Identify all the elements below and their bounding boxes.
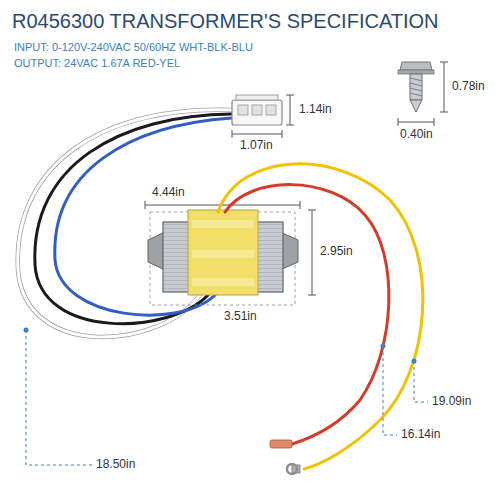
dimension-line [398,118,434,126]
length-label: 16.14in [399,428,442,442]
leader-dot [412,359,417,364]
plug-connector [232,100,282,125]
ring-terminal [287,464,297,474]
diagram-title: R0456300 TRANSFORMER'S SPECIFICATION [12,10,439,33]
dimension-label: 4.44in [150,186,187,200]
screw-head [400,62,432,70]
leader-line [414,361,428,402]
screw-washer [398,70,434,74]
dimension-label: 3.51in [222,310,259,324]
dimension-label: 0.78in [450,80,487,94]
coil-winding [188,210,258,295]
dimension-line [286,95,294,125]
dimension-line [440,62,448,112]
dimension-line [232,130,282,138]
connector-slot [238,105,248,115]
connector-slot [252,105,262,115]
length-label: 18.50in [94,458,137,472]
leader-dot [381,344,386,349]
coil-tape [192,250,254,258]
yellow-wire [218,164,423,469]
dimension-line [308,210,316,295]
drill-tip [410,100,422,112]
dimension-label: 1.07in [238,139,275,153]
leader-line [383,346,397,435]
spade-terminal [270,440,292,448]
spec-line: OUTPUT: 24VAC 1.67A RED-YEL [14,57,180,70]
dimension-label: 1.14in [297,103,334,117]
connector-slot [266,105,276,115]
screw-thread [410,78,422,96]
length-label: 19.09in [430,395,473,409]
screw-shank [410,74,422,100]
leader-line [26,330,92,465]
dimension-label: 2.95in [318,245,355,259]
coil-tape [192,278,254,286]
coil-tape [192,220,254,228]
dimension-label: 0.40in [398,128,435,142]
connector-latch [236,95,278,100]
leader-dot [24,328,29,333]
spec-line: INPUT: 0-120V-240VAC 50/60HZ WHT-BLK-BLU [14,41,253,54]
